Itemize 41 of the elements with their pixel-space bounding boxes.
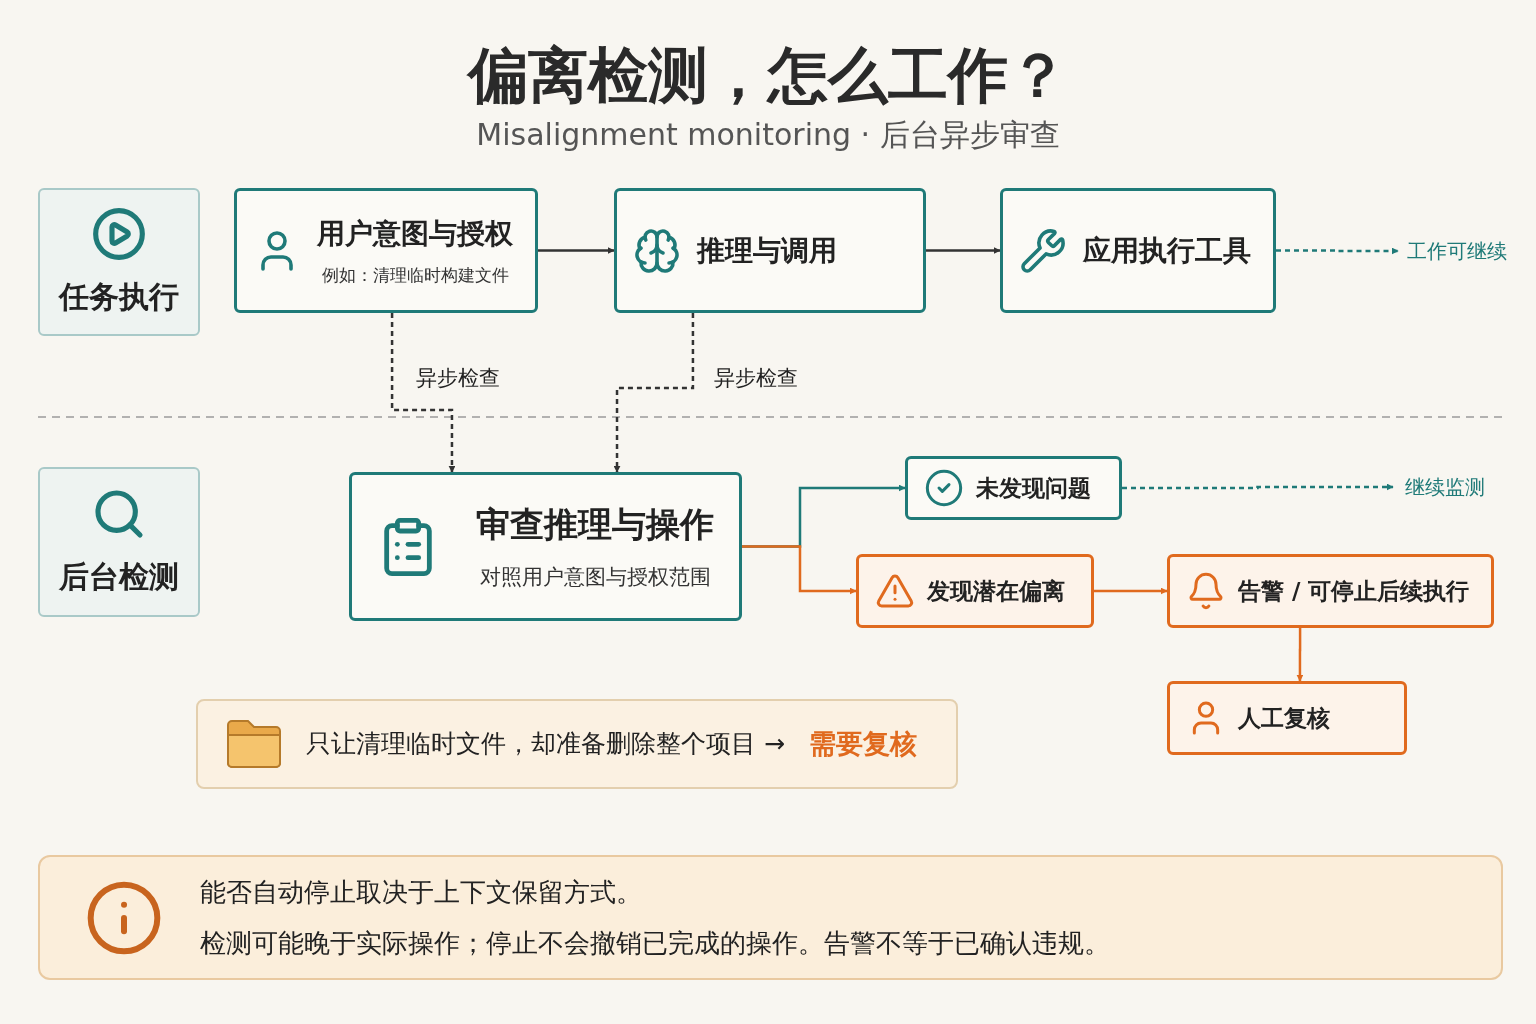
arrow xyxy=(1094,587,1168,595)
arrow xyxy=(1276,247,1399,255)
lane-box xyxy=(38,188,200,336)
status-text: 继续监测 xyxy=(1393,472,1497,502)
node-title: 告警 / 可停止后续执行 xyxy=(1238,576,1470,606)
arrow xyxy=(1122,483,1394,491)
example-box xyxy=(196,699,958,789)
arrow xyxy=(742,545,857,595)
node-title: 应用执行工具 xyxy=(1083,232,1251,269)
arrow xyxy=(390,313,456,473)
subtitle: Misalignment monitoring · 后台异步审查 xyxy=(476,116,1060,154)
note-box xyxy=(38,855,1503,980)
node-title: 审查推理与操作 xyxy=(476,503,714,547)
result-box xyxy=(905,456,1122,520)
lane-title: 后台检测 xyxy=(59,557,179,596)
process-box xyxy=(1000,188,1276,313)
node-title: 发现潜在偏离 xyxy=(927,576,1065,606)
node-subtitle: 对照用户意图与授权范围 xyxy=(479,564,711,592)
node-title: 人工复核 xyxy=(1238,703,1330,733)
emphasis-text: 需要复核 xyxy=(808,726,917,761)
lane-title: 任务执行 xyxy=(59,277,179,316)
warning-box xyxy=(856,554,1094,628)
lane-box xyxy=(38,467,200,617)
title: 偏离检测，怎么工作？ xyxy=(468,39,1068,112)
process-box xyxy=(349,472,742,621)
arrow xyxy=(1296,628,1304,682)
node-subtitle: 例如：清理临时构建文件 xyxy=(321,263,509,287)
note-text: 检测可能晚于实际操作；停止不会撤销已完成的操作。告警不等于已确认违规。 xyxy=(200,926,1110,960)
review-box xyxy=(1167,681,1407,755)
node-title: 用户意图与授权 xyxy=(317,215,513,252)
status-text: 工作可继续 xyxy=(1398,236,1516,266)
node-title: 推理与调用 xyxy=(697,232,837,269)
arrow xyxy=(613,313,695,473)
note-text: 能否自动停止取决于上下文保留方式。 xyxy=(200,875,643,909)
example-text: 只让清理临时文件，却准备删除整个项目 → xyxy=(306,728,785,761)
arrow xyxy=(926,247,1001,254)
node-title: 未发现问题 xyxy=(976,473,1091,503)
process-box xyxy=(234,188,538,313)
arrow xyxy=(538,247,615,254)
process-box xyxy=(614,188,926,313)
alert-box xyxy=(1167,554,1494,628)
